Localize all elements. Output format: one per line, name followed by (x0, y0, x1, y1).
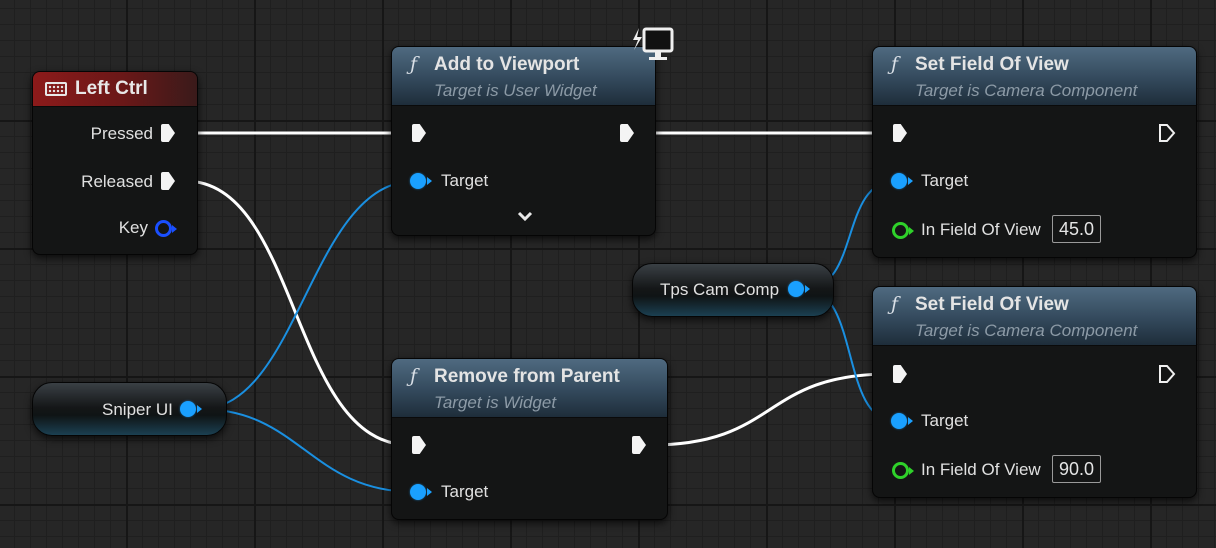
set-fov-1-exec-out[interactable] (1158, 123, 1176, 143)
left-ctrl-title: Left Ctrl (75, 78, 148, 99)
left-ctrl-header[interactable]: Left Ctrl (33, 72, 197, 107)
remove-from-parent-subtitle: Target is Widget (434, 393, 557, 412)
set-fov-2-exec-in[interactable] (893, 365, 907, 383)
add-to-viewport-subtitle: Target is User Widget (434, 81, 597, 100)
add-to-viewport-node[interactable]: ƒ Add to Viewport Target is User Widget (391, 46, 656, 236)
remove-from-parent-exec-in[interactable] (412, 436, 426, 454)
left-ctrl-event-node[interactable]: Left Ctrl (32, 71, 198, 255)
monitor-icon (633, 27, 674, 60)
set-fov-2-exec-out[interactable] (1158, 364, 1176, 384)
add-to-viewport-header[interactable]: ƒ Add to Viewport Target is User Widget (392, 47, 655, 106)
set-fov-1-fov-input[interactable]: 45.0 (1052, 215, 1102, 243)
add-to-viewport-title: Add to Viewport (434, 54, 580, 75)
set-fov-2-fov-label: In Field Of View (921, 460, 1041, 479)
function-icon: ƒ (891, 53, 899, 75)
set-fov-1-target-pin[interactable] (891, 173, 913, 189)
set-fov-node-1[interactable]: ƒ Set Field Of View Target is Camera Com… (872, 46, 1197, 258)
released-pin-label: Released (81, 172, 153, 191)
set-fov-1-fov-label: In Field Of View (921, 220, 1041, 239)
set-fov-1-subtitle: Target is Camera Component (915, 81, 1138, 100)
exec-wire-remove-to-fov (649, 372, 891, 447)
key-pin[interactable] (155, 220, 177, 237)
remove-from-parent-target-label: Target (441, 482, 489, 501)
set-fov-1-title: Set Field Of View (915, 54, 1069, 75)
chevron-down-icon[interactable] (516, 210, 534, 222)
set-fov-2-fov-pin[interactable] (892, 462, 914, 479)
remove-from-parent-exec-out[interactable] (632, 436, 646, 454)
set-fov-2-title: Set Field Of View (915, 294, 1069, 315)
set-fov-2-subtitle: Target is Camera Component (915, 321, 1138, 340)
pressed-pin-label: Pressed (90, 124, 153, 143)
function-icon: ƒ (891, 293, 899, 315)
object-wire-sniper-to-viewport (199, 180, 416, 410)
set-fov-2-target-label: Target (921, 411, 969, 430)
tps-cam-comp-output-pin[interactable] (788, 281, 810, 297)
pressed-exec-pin[interactable] (161, 124, 175, 142)
sniper-ui-label: Sniper UI (102, 400, 173, 419)
key-pin-label: Key (118, 218, 148, 237)
set-fov-2-target-pin[interactable] (891, 413, 913, 429)
function-icon: ƒ (410, 365, 418, 387)
set-fov-2-header[interactable]: ƒ Set Field Of View Target is Camera Com… (873, 287, 1196, 346)
remove-from-parent-target-pin[interactable] (410, 484, 432, 500)
add-to-viewport-exec-in[interactable] (412, 124, 426, 142)
function-icon: ƒ (410, 53, 418, 75)
set-fov-1-target-label: Target (921, 171, 969, 190)
remove-from-parent-title: Remove from Parent (434, 366, 620, 387)
set-fov-1-exec-in[interactable] (893, 124, 907, 142)
set-fov-node-2[interactable]: ƒ Set Field Of View Target is Camera Com… (872, 286, 1197, 498)
add-to-viewport-target-pin[interactable] (410, 173, 432, 189)
add-to-viewport-exec-out[interactable] (620, 124, 634, 142)
keyboard-icon (45, 82, 67, 96)
set-fov-1-header[interactable]: ƒ Set Field Of View Target is Camera Com… (873, 47, 1196, 106)
tps-cam-comp-label: Tps Cam Comp (660, 280, 780, 299)
remove-from-parent-node[interactable]: ƒ Remove from Parent Target is Widget (391, 358, 668, 520)
sniper-ui-output-pin[interactable] (180, 401, 202, 417)
add-to-viewport-target-label: Target (441, 171, 489, 190)
remove-from-parent-header[interactable]: ƒ Remove from Parent Target is Widget (392, 359, 667, 418)
set-fov-1-fov-pin[interactable] (892, 222, 914, 239)
object-wire-sniper-to-remove (199, 408, 416, 493)
released-exec-pin[interactable] (161, 172, 175, 190)
set-fov-2-fov-input[interactable]: 90.0 (1052, 455, 1102, 483)
